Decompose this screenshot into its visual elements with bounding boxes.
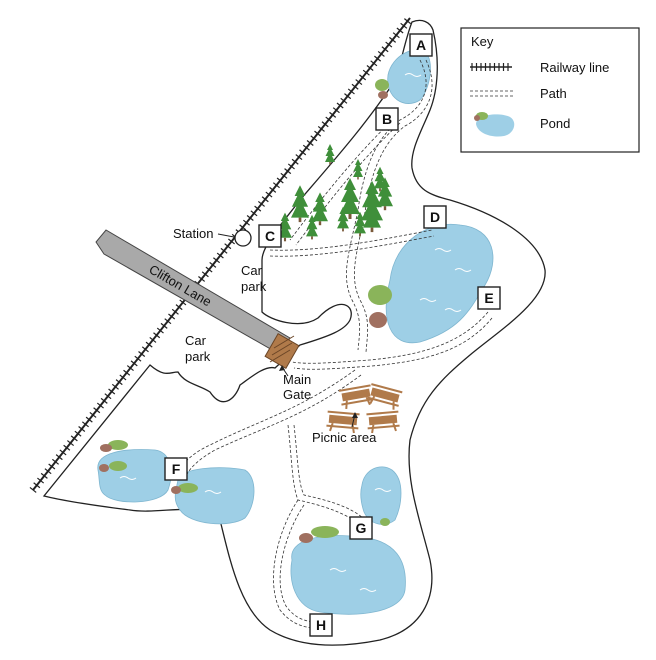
tree-icon <box>363 195 381 233</box>
location-marker-c: C <box>258 224 282 248</box>
pond-g-large <box>290 535 406 615</box>
location-letter: A <box>416 37 426 53</box>
location-letter: E <box>484 290 493 306</box>
pond-f-left <box>97 449 172 503</box>
key-item-pond-label: Pond <box>540 116 570 131</box>
location-marker-a: A <box>409 33 433 57</box>
key-title: Key <box>471 34 494 49</box>
location-marker-h: H <box>309 613 333 637</box>
location-marker-e: E <box>477 286 501 310</box>
pond-g-small <box>360 466 402 525</box>
map-key: Key Railway line Path Pond <box>460 27 640 153</box>
svg-text:Main Gate: Main Gate <box>283 372 315 402</box>
key-item-path-label: Path <box>540 86 567 101</box>
main-gate-annotation: Main Gate <box>279 365 315 402</box>
pond-symbol <box>474 112 515 137</box>
location-letter: G <box>356 520 367 536</box>
main-gate-label: Main <box>283 372 311 387</box>
location-letter: F <box>172 461 181 477</box>
tree-icon <box>306 214 318 240</box>
tree-icon <box>354 211 366 237</box>
location-letter: C <box>265 228 275 244</box>
pond-f-right <box>174 467 255 525</box>
tree-icon <box>291 185 309 223</box>
picnic-tables <box>326 383 403 434</box>
tree-icon <box>325 144 335 165</box>
location-marker-f: F <box>164 457 188 481</box>
location-letter: B <box>382 111 392 127</box>
station: Station <box>173 226 252 247</box>
location-marker-g: G <box>349 516 373 540</box>
paths <box>179 59 493 629</box>
tree-icon <box>340 178 360 219</box>
key-item-railway-label: Railway line <box>540 60 609 75</box>
car-park-1-label: Car park <box>241 263 267 294</box>
location-letter: H <box>316 617 326 633</box>
railway-line-symbol <box>470 63 512 71</box>
tree-icon <box>312 192 328 226</box>
picnic-area-label: Picnic area <box>312 430 377 445</box>
pond-b <box>387 49 431 104</box>
station-label: Station <box>173 226 213 241</box>
tree-icon <box>337 206 349 232</box>
location-marker-b: B <box>375 107 399 131</box>
tree-icon <box>377 177 393 211</box>
road-label: Clifton Lane <box>147 262 215 310</box>
location-letter: D <box>430 209 440 225</box>
picnic-area-annotation: Picnic area <box>312 412 377 445</box>
location-marker-d: D <box>423 205 447 229</box>
main-gate <box>264 333 300 369</box>
bushes-and-rocks <box>99 79 392 543</box>
car-park-2-label: Car park <box>185 333 211 364</box>
path-symbol <box>470 90 514 97</box>
tree-icon <box>353 159 363 180</box>
